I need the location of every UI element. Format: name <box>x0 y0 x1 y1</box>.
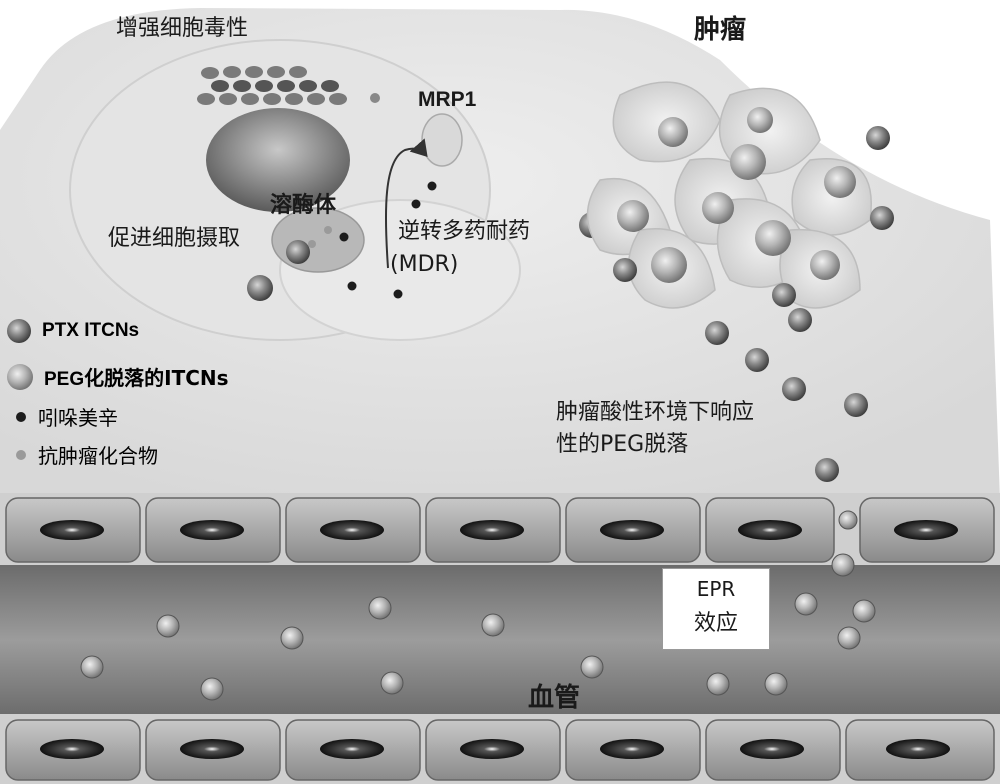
peg-shedding-label: 性的PEG脱落 <box>556 432 688 457</box>
legend-item-ptx-itcns: PTX ITCNs <box>6 318 139 344</box>
mrp1-pump <box>422 114 462 166</box>
legend-item-depegylated-itcns: PEG化脱落的ITCNs <box>6 362 229 391</box>
legend-ptx-itcns-text: PTX ITCNs <box>42 320 139 342</box>
mrp1-label: MRP1 <box>418 88 476 112</box>
enhanced-cytotoxicity-label: 增强细胞毒性 <box>116 16 248 41</box>
legend-shed-itcns-text: 化脱落的ITCNs <box>84 366 228 390</box>
epr-label: EPR <box>663 577 769 601</box>
reverse-mdr-label: 逆转多药耐药 <box>398 219 530 244</box>
itcn-in-lysosome <box>286 240 310 264</box>
mdr-abbrev-label: (MDR) <box>390 252 458 277</box>
epr-effect-label: 效应 <box>663 605 769 637</box>
legend-peg-text: PEG <box>44 369 84 390</box>
promote-uptake-label: 促进细胞摄取 <box>108 226 240 251</box>
legend-indomethacin-text: 吲哚美辛 <box>38 402 118 431</box>
antitumor-compound-dot-icon <box>14 448 28 462</box>
legend-item-antitumor-compound: 抗肿瘤化合物 <box>14 440 158 469</box>
epr-effect-box: EPR 效应 <box>662 568 770 650</box>
legend-antitumor-compound-text: 抗肿瘤化合物 <box>38 440 158 469</box>
tumor-label: 肿瘤 <box>694 16 746 46</box>
legend-item-indomethacin: 吲哚美辛 <box>14 402 118 431</box>
depegylated-itcn-particle-icon <box>6 363 34 391</box>
acid-response-label: 肿瘤酸性环境下响应 <box>556 400 754 425</box>
indomethacin-dot-icon <box>14 410 28 424</box>
ptx-itcn-particle-icon <box>6 318 32 344</box>
legend-depegylated-itcns-text: PEG化脱落的ITCNs <box>44 362 229 391</box>
lysosome-label: 溶酶体 <box>270 193 336 218</box>
blood-vessel-label: 血管 <box>528 684 580 714</box>
itcn-entering-cell <box>247 275 273 301</box>
